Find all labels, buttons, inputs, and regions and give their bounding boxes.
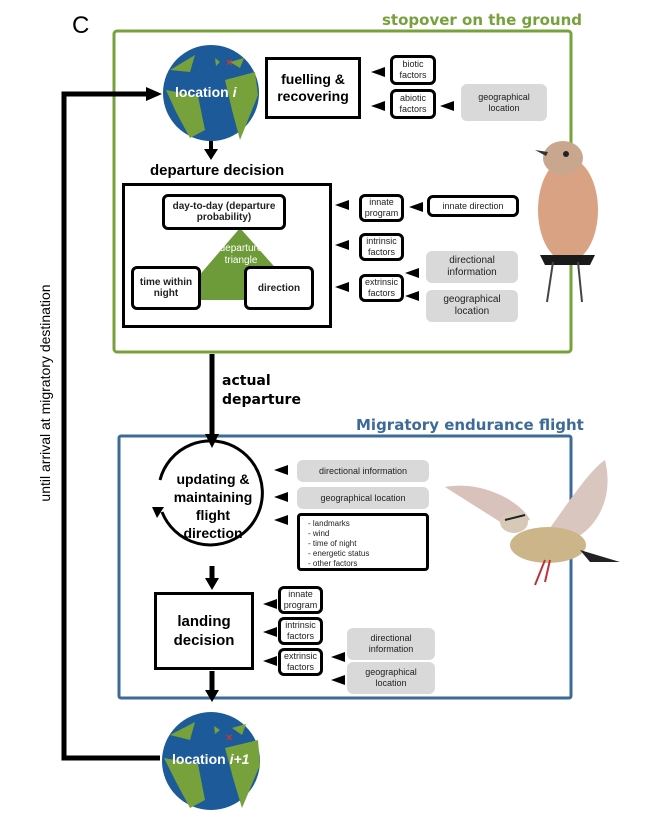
location-next-text: location <box>172 751 226 767</box>
loop-label: until arrival at migratory destination <box>37 284 53 502</box>
intrinsic-factors-box-2: intrinsic factors <box>278 617 323 645</box>
globe-location-i: × <box>163 45 259 141</box>
landing-decision-box: landing decision <box>154 592 254 670</box>
cue-wind: - wind <box>308 529 330 538</box>
updating-direction-text: updating & maintaining flight direction <box>173 471 253 541</box>
arrow-down-2 <box>205 578 219 590</box>
innate-program-box-2: innate program <box>278 586 323 614</box>
departure-triangle-label: departure triangle <box>219 243 263 266</box>
globe-location-i-plus-1: × <box>162 712 260 810</box>
departure-decision-frame <box>122 183 332 328</box>
location-next-label: location i+1 <box>172 751 249 767</box>
cue-time-of-night: - time of night <box>308 539 357 548</box>
loop-arrow-head <box>146 87 162 101</box>
extrinsic-factors-box: extrinsic factors <box>359 274 404 302</box>
biotic-factors-box: biotic factors <box>390 55 436 85</box>
flight-cues-box: - landmarks - wind - time of night - ene… <box>297 513 429 571</box>
location-i-text: location <box>175 84 229 100</box>
location-next-index: i+1 <box>229 751 250 767</box>
abiotic-factors-box: abiotic factors <box>390 89 436 119</box>
cue-energetic-status: - energetic status <box>308 549 370 558</box>
direction-box: direction <box>244 266 314 310</box>
innate-program-box: innate program <box>359 194 404 222</box>
geographical-location-box-2: geographical location <box>426 290 518 322</box>
directional-information-box-1: directional information <box>426 251 518 283</box>
day-to-day-box: day-to-day (departure probability) <box>162 194 286 230</box>
cue-landmarks: - landmarks <box>308 519 350 528</box>
arrow-down-3 <box>205 690 219 702</box>
stopover-title: stopover on the ground <box>382 11 583 29</box>
directional-information-box-2: directional information <box>297 460 429 482</box>
innate-direction-box: innate direction <box>427 195 519 217</box>
cycle-arrow <box>158 439 264 547</box>
svg-text:×: × <box>226 57 232 69</box>
location-i-label: location i <box>175 84 236 100</box>
wheatear-flying-illustration <box>445 460 620 586</box>
loop-arrow-line <box>61 91 160 761</box>
panel-letter: C <box>72 12 90 39</box>
directional-information-box-3: directional information <box>347 628 435 660</box>
actual-departure-label: actual departure <box>222 373 301 408</box>
fuelling-recovering-box: fuelling & recovering <box>265 57 361 119</box>
geographical-location-box-3: geographical location <box>297 487 429 509</box>
svg-text:×: × <box>226 732 232 744</box>
intrinsic-factors-box: intrinsic factors <box>359 233 404 261</box>
input-arrowheads <box>263 67 454 685</box>
time-within-night-box: time within night <box>131 266 201 310</box>
flight-title: Migratory endurance flight <box>356 416 584 434</box>
geographical-location-box-1: geographical location <box>461 84 547 121</box>
flight-frame <box>117 434 573 700</box>
extrinsic-factors-box-2: extrinsic factors <box>278 648 323 676</box>
arrow-down-1 <box>204 149 218 160</box>
location-i-index: i <box>232 84 237 100</box>
geographical-location-box-4: geographical location <box>347 662 435 694</box>
cue-other-factors: - other factors <box>308 559 358 568</box>
wheatear-standing-illustration <box>535 141 598 303</box>
departure-decision-title: departure decision <box>150 162 285 179</box>
